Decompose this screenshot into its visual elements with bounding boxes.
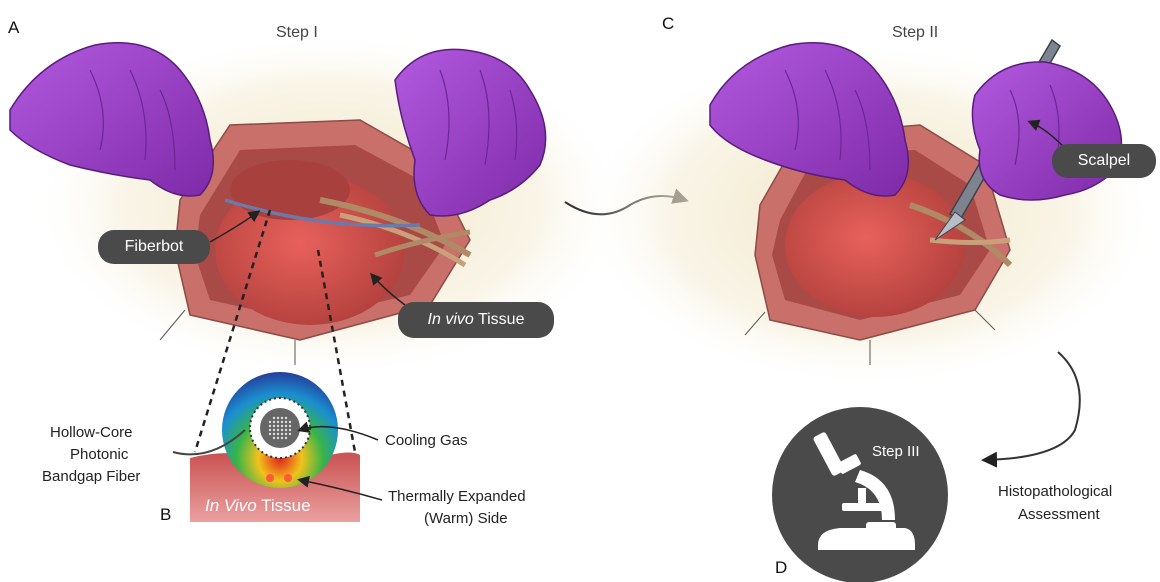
cooling-gas-label: Cooling Gas — [385, 432, 468, 449]
fiber-label-line1: Hollow-Core — [50, 424, 133, 441]
core-hole — [289, 433, 291, 435]
core-hole — [269, 421, 271, 423]
invivo-box-rest: Tissue — [257, 496, 311, 515]
step-1-title: Step I — [276, 24, 318, 42]
core-hole — [273, 429, 275, 431]
core-hole — [273, 421, 275, 423]
invivo-tissue-label: In vivo Tissue — [398, 302, 554, 338]
core-hole — [277, 437, 279, 439]
core-hole — [281, 421, 283, 423]
histo-label-line1: Histopathological — [998, 483, 1112, 500]
step-3-title: Step III — [872, 443, 920, 460]
core-hole — [289, 425, 291, 427]
warm-spot — [266, 474, 274, 482]
core-hole — [289, 429, 291, 431]
fiber-core — [260, 408, 300, 448]
panel-a-letter: A — [8, 18, 19, 38]
warm-side-label-line2: (Warm) Side — [424, 510, 508, 527]
panel-d-letter: D — [775, 558, 787, 578]
warm-side-label-line1: Thermally Expanded — [388, 488, 526, 505]
core-hole — [281, 429, 283, 431]
invivo-box-label: In Vivo Tissue — [205, 496, 311, 516]
core-hole — [277, 425, 279, 427]
core-hole — [277, 421, 279, 423]
core-hole — [281, 437, 283, 439]
core-hole — [277, 417, 279, 419]
invivo-tissue-rest: Tissue — [474, 311, 525, 329]
fiber-label-line3: Bandgap Fiber — [42, 468, 140, 485]
core-hole — [285, 425, 287, 427]
panel-b-letter: B — [160, 505, 171, 525]
core-hole — [277, 433, 279, 435]
core-hole — [285, 433, 287, 435]
core-hole — [285, 421, 287, 423]
histo-label-line2: Assessment — [1018, 506, 1100, 523]
scalpel-label: Scalpel — [1052, 144, 1156, 178]
core-hole — [277, 429, 279, 431]
core-hole — [273, 437, 275, 439]
core-hole — [285, 429, 287, 431]
core-hole — [273, 417, 275, 419]
glove-right-c — [972, 62, 1121, 200]
core-hole — [273, 425, 275, 427]
core-hole — [281, 425, 283, 427]
core-hole — [273, 433, 275, 435]
tendon-c2 — [930, 240, 1010, 243]
organ-top-a — [230, 160, 350, 220]
fiberbot-label: Fiberbot — [98, 230, 210, 264]
core-hole — [269, 425, 271, 427]
invivo-box-italic: In Vivo — [205, 496, 257, 515]
core-hole — [281, 433, 283, 435]
core-hole — [285, 417, 287, 419]
core-hole — [285, 437, 287, 439]
panel-c-letter: C — [662, 14, 674, 34]
core-hole — [269, 429, 271, 431]
fiber-label-line2: Photonic — [70, 446, 128, 463]
warm-spot — [284, 474, 292, 482]
core-hole — [289, 421, 291, 423]
core-hole — [269, 433, 271, 435]
step-2-title: Step II — [892, 24, 938, 42]
core-hole — [281, 417, 283, 419]
invivo-tissue-italic: In vivo — [428, 311, 474, 329]
